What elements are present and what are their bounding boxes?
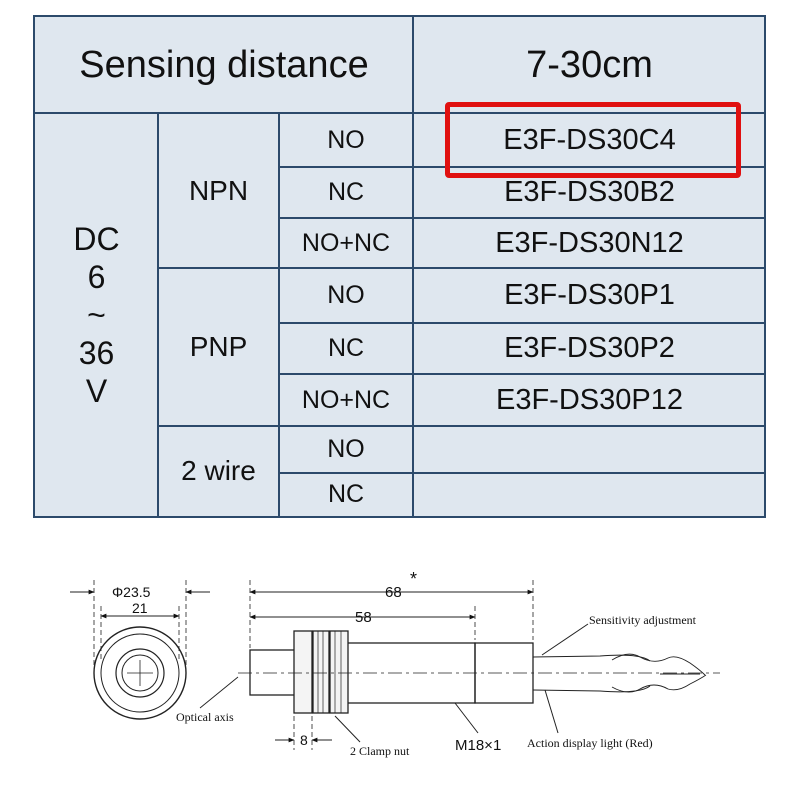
thread-label: M18×1 <box>455 737 501 754</box>
optical-axis-label: Optical axis <box>176 710 234 724</box>
outer-diameter-label: Φ23.5 <box>112 584 151 600</box>
signal-cell: NC <box>327 480 365 508</box>
table-grid-lines <box>35 17 764 516</box>
model-cell: E3F-DS30P12 <box>496 383 683 416</box>
signal-cell: NO+NC <box>301 385 391 414</box>
model-cell: E3F-DS30N12 <box>495 226 684 259</box>
voltage-line: V <box>85 372 108 409</box>
total-length-label: 68 <box>385 584 402 601</box>
model-cell: E3F-DS30C4 <box>503 123 676 156</box>
model-cell <box>415 426 764 473</box>
sensing-distance-value: 7-30cm <box>526 43 653 86</box>
model-cell: E3F-DS30B2 <box>504 176 675 208</box>
voltage-line: 6 <box>87 258 106 295</box>
nut-width-label: 8 <box>300 732 308 748</box>
clamp-nut-label: 2 Clamp nut <box>350 744 410 758</box>
spec-table: Sensing distance 7-30cm DC 6 ~ 36 V NPN … <box>33 15 766 518</box>
body-length-label: 58 <box>355 609 372 626</box>
inner-width-label: 21 <box>132 600 148 616</box>
total-length-mark: * <box>410 569 417 589</box>
signal-cell: NC <box>327 334 365 362</box>
signal-cell: NO <box>327 125 365 154</box>
model-cell <box>415 473 764 516</box>
voltage-line: 36 <box>78 334 115 371</box>
sensitivity-label: Sensitivity adjustment <box>589 613 697 627</box>
highlight-box <box>445 102 741 178</box>
signal-cell: NC <box>327 178 365 206</box>
voltage-line: ~ <box>87 296 106 333</box>
side-view <box>249 630 707 714</box>
signal-cell: NO+NC <box>301 228 391 257</box>
output-type-npn: NPN <box>188 174 249 206</box>
signal-cell: NO <box>327 281 365 309</box>
sensing-distance-label: Sensing distance <box>79 43 369 86</box>
output-type-2wire: 2 wire <box>181 455 256 486</box>
supply-voltage: DC 6 ~ 36 V <box>35 113 158 516</box>
model-cell: E3F-DS30P1 <box>504 279 675 311</box>
output-type-pnp: PNP <box>189 331 248 362</box>
dimension-drawing: Φ23.5 21 Optical axis <box>70 569 720 758</box>
action-light-label: Action display light (Red) <box>527 736 653 750</box>
signal-cell: NO <box>327 435 365 463</box>
front-view <box>70 580 239 720</box>
model-cell: E3F-DS30P2 <box>504 332 675 364</box>
voltage-line: DC <box>73 220 120 257</box>
